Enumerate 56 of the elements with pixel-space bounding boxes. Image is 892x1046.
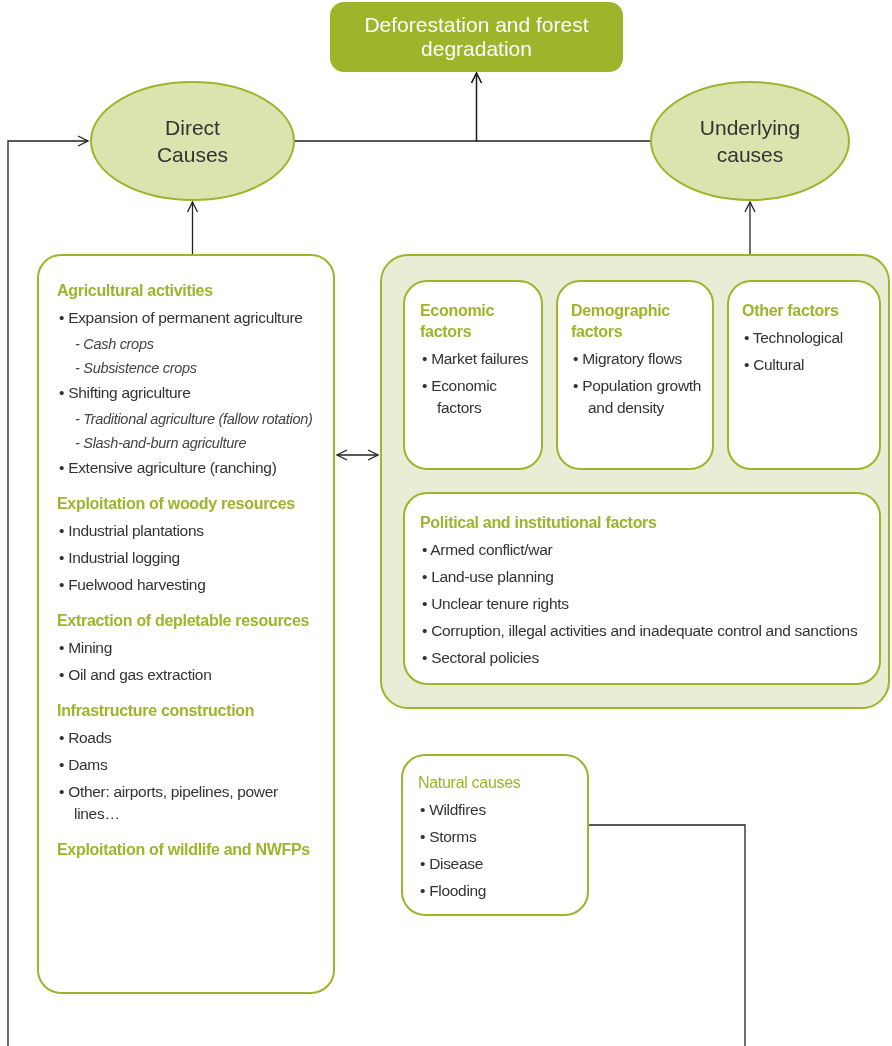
bullet-item: • Technological [744,328,844,348]
factor-box [556,280,714,470]
bullet-item: • Extensive agriculture (ranching) [59,458,278,478]
bullet-item: • Economic factors [422,376,498,418]
sub-item-text: - Subsistence crops [75,359,198,378]
bullet-item: • Land-use planning [422,567,555,587]
factor-box [401,754,589,916]
bullet-item: • Industrial plantations [59,521,205,541]
sub-item-text: - Slash-and-burn agriculture [75,434,248,453]
bullet-item: • Cultural [744,355,806,375]
bullet-item: • Expansion of permanent agriculture [59,308,304,328]
bullet-item: • Other: airports, pipelines, power lines… [59,782,279,824]
sub-item-text: - Traditional agriculture (fallow rotation) [75,410,314,429]
section-heading: Exploitation of wildlife and NWFPs [57,840,311,860]
bullet-item: • Sectoral policies [422,648,540,668]
connector-arrow [744,201,756,255]
bullet-item: • Dams [59,755,109,775]
bullet-item: • Wildfires [420,800,487,820]
bullet-item: • Storms [420,827,478,847]
section-heading: Exploitation of woody resources [57,494,296,514]
section-heading: Infrastructure construction [57,701,256,721]
factor-box [403,280,543,470]
bullet-item: • Armed conflict/war [422,540,554,560]
title-box [330,2,623,72]
bullet-item: • Migratory flows [573,349,683,369]
section-heading: Demographic factors [571,301,671,342]
ellipse-label: Direct Causes [155,115,230,168]
connector-arrow [186,201,199,255]
bullet-item: • Mining [59,638,113,658]
factor-panel [380,254,890,709]
bullet-item: • Industrial logging [59,548,181,568]
bullet-item: • Oil and gas extraction [59,665,213,685]
bullet-item: • Population growth and density [573,376,703,418]
section-heading: Agricultural activities [57,281,214,301]
bullet-item: • Unclear tenure rights [422,594,570,614]
title-text: Deforestation and forest degradation [363,13,590,61]
bullet-item: • Disease [420,854,485,874]
connector-arrow [470,72,651,142]
bullet-item: • Corruption, illegal activities and inadequate control and sanctions [422,621,859,641]
section-heading: Extraction of depletable resources [57,611,311,631]
factor-box [403,492,881,685]
section-heading: Political and institutional factors [420,513,658,533]
section-heading: Economic factors [420,301,496,342]
bullet-item: • Shifting agriculture [59,383,192,403]
connector-arrow [7,135,746,1046]
bullet-item: • Fuelwood harvesting [59,575,207,595]
factor-box [37,254,335,994]
bullet-item: • Flooding [420,881,488,901]
factor-box [727,280,881,470]
bullet-item: • Market failures [422,349,530,369]
section-heading: Natural causes [418,773,522,793]
section-heading: Other factors [742,301,840,321]
ellipse-label: Underlying causes [698,115,802,168]
connector-arrow [336,449,379,461]
sub-item-text: - Cash crops [75,335,155,354]
bullet-item: • Roads [59,728,113,748]
